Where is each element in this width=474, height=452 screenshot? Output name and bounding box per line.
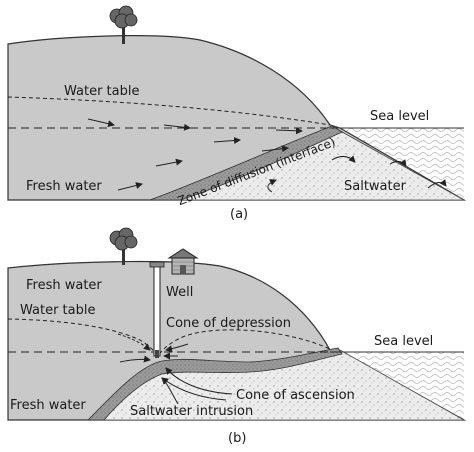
- pointer-arrow: [165, 367, 233, 395]
- zone-of-diffusion-band: [149, 125, 343, 201]
- sea-level-label-b: Sea level: [374, 334, 434, 349]
- caption-b: (b): [228, 431, 247, 446]
- cone-of-depression-label: Cone of depression: [166, 316, 291, 331]
- fresh-water-label-a: Fresh water: [26, 179, 102, 194]
- fresh-water-label-b-top: Fresh water: [26, 278, 102, 293]
- well-pipe: [149, 261, 165, 358]
- tree-icon: [109, 227, 138, 265]
- flow-arrow: [163, 123, 191, 131]
- water-table-line-b: [7, 318, 333, 357]
- saltwater-arrow: [267, 179, 277, 193]
- panel-a: [7, 5, 467, 201]
- pointer-arrow: [161, 377, 179, 405]
- caption-a: (a): [230, 207, 249, 222]
- saltwater-intrusion-label: Saltwater intrusion: [130, 404, 254, 419]
- well-house-icon: [167, 248, 199, 275]
- flow-arrow: [275, 127, 303, 135]
- fresh-water-label-b-bottom: Fresh water: [10, 398, 86, 413]
- saltwater-arrow: [427, 179, 447, 189]
- panel-b: [7, 227, 467, 421]
- flow-arrow: [117, 182, 143, 191]
- flow-arrow: [155, 158, 183, 167]
- flow-arrow: [87, 118, 115, 128]
- saltwater-arrow: [331, 155, 356, 163]
- cone-of-ascension-band: [87, 347, 343, 421]
- tree-icon: [109, 5, 138, 44]
- water-table-label-b: Water table: [20, 303, 96, 318]
- well-label: Well: [166, 285, 194, 300]
- saltwater-label-a: Saltwater: [344, 179, 406, 194]
- sea-level-label-a: Sea level: [370, 109, 430, 124]
- cone-of-ascension-label: Cone of ascension: [236, 388, 355, 403]
- flow-arrow: [119, 355, 151, 363]
- saltwater-arrow: [389, 159, 407, 167]
- flow-arrow: [261, 145, 289, 153]
- water-table-line-a: [7, 96, 331, 126]
- flow-arrow: [165, 343, 189, 353]
- water-table-label-a: Water table: [64, 84, 140, 99]
- flow-arrow: [213, 136, 241, 144]
